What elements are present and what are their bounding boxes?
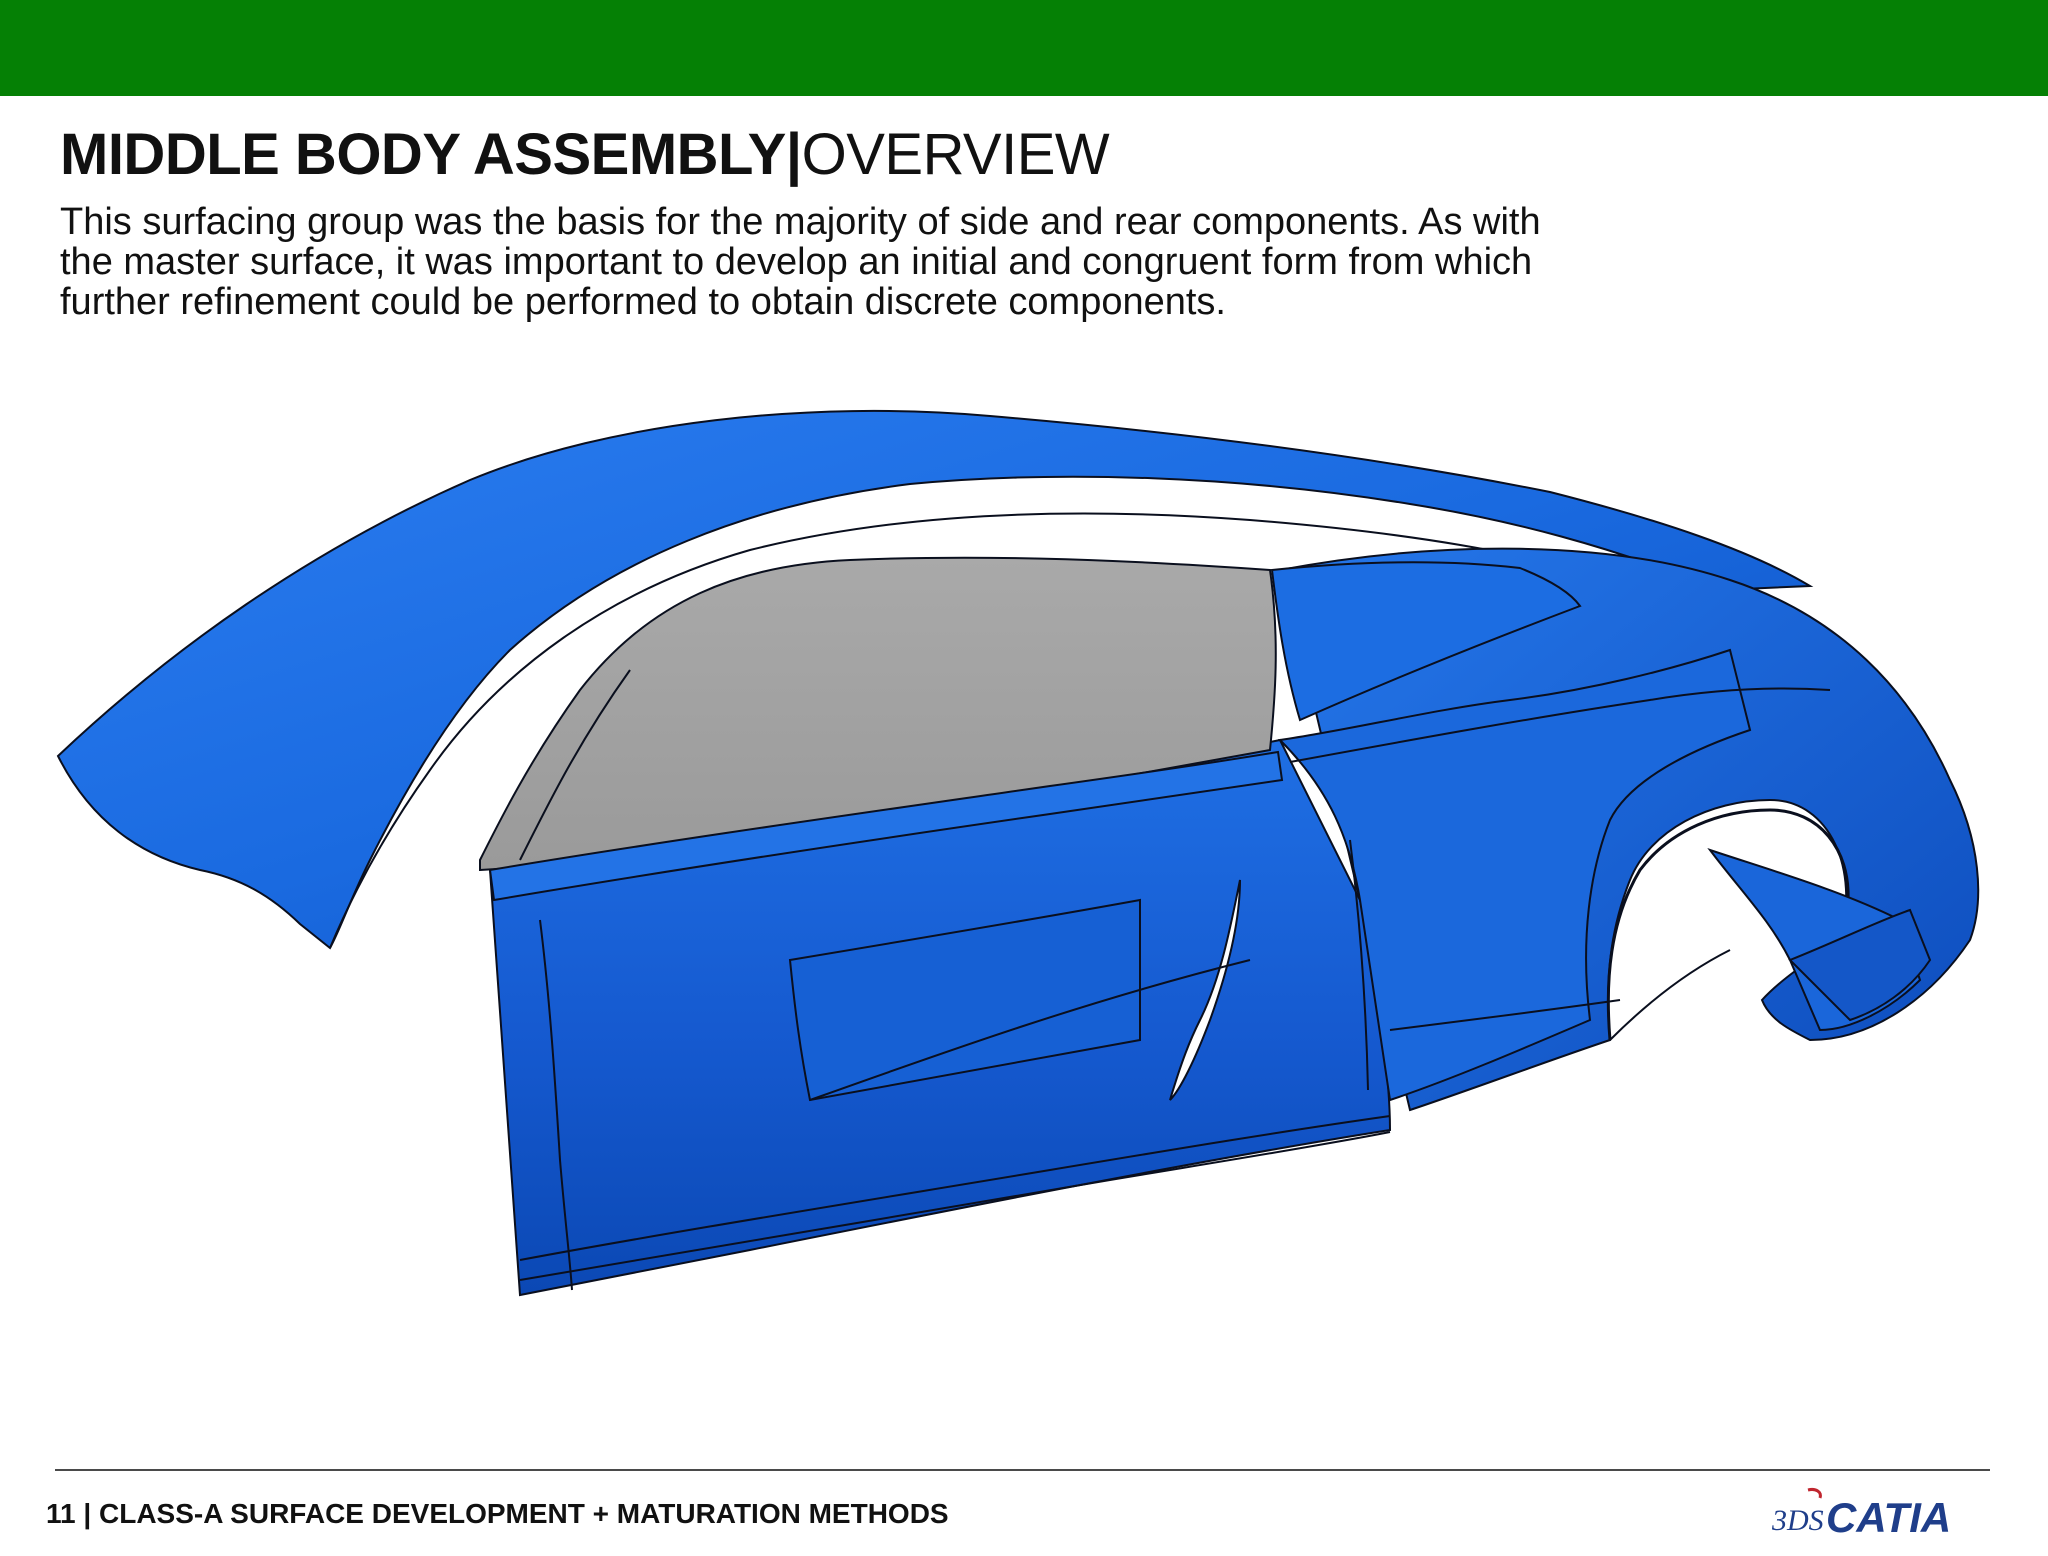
beltline-strip <box>488 750 1284 902</box>
footer-caption: 11 | CLASS-A SURFACE DEVELOPMENT + MATUR… <box>46 1498 949 1529</box>
door-cut-rear <box>1349 839 1369 1091</box>
description-line-1: This surfacing group was the basis for t… <box>60 201 1541 243</box>
overview-description: This surfacing group was the basis for t… <box>60 202 1740 322</box>
door-cut-front <box>539 919 573 1291</box>
description-line-2: the master surface, it was important to … <box>60 241 1533 283</box>
middle-body-surface-render <box>56 409 1980 1297</box>
a-pillar-line <box>519 669 631 861</box>
door-cut-lower <box>519 1115 1391 1261</box>
catia-logo-icon: 3DS CATIA <box>1771 1488 1951 1541</box>
rear-flap-lower <box>1788 908 1932 1022</box>
description-line-3: further refinement could be performed to… <box>60 281 1226 323</box>
page-title-separator: | <box>785 122 802 187</box>
page-title-main: MIDDLE BODY ASSEMBLY <box>60 122 786 187</box>
door-inner-panel <box>788 898 1141 1102</box>
logo-monogram: 3DS <box>1771 1504 1824 1537</box>
rear-side-panel <box>1277 648 1752 1102</box>
rocker-line <box>519 1131 1391 1281</box>
fender-crease <box>1389 999 1621 1031</box>
footer-divider <box>55 1469 1990 1471</box>
page-title: MIDDLE BODY ASSEMBLY|OVERVIEW <box>60 120 1110 190</box>
side-intake-slot <box>1169 879 1241 1101</box>
door-diagonal-line <box>809 959 1251 1101</box>
rear-quarter-window <box>1270 561 1582 722</box>
top-banner <box>0 0 2048 96</box>
shoulder-line <box>1289 687 1831 763</box>
fender-line <box>1609 949 1731 1041</box>
page-title-sub: OVERVIEW <box>801 122 1110 187</box>
logo-wordmark: CATIA <box>1826 1494 1951 1541</box>
